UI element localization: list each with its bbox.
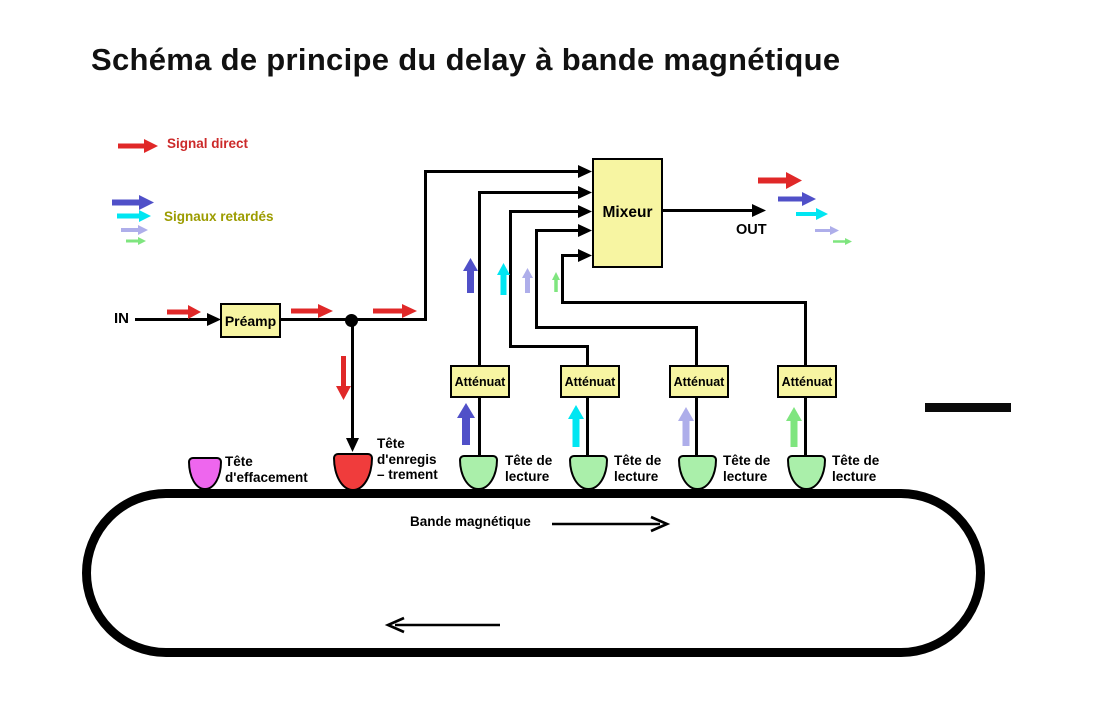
tape-line-fragment <box>925 403 1011 412</box>
legend-delayed-arrow-green <box>126 236 146 245</box>
read-head-4 <box>787 455 826 490</box>
mixer-input-arrowhead-4 <box>578 224 592 237</box>
in-label: IN <box>114 310 129 327</box>
mixer-box: Mixeur <box>592 158 663 268</box>
preamp-input-arrowhead <box>207 313 221 326</box>
legend-direct-arrow <box>118 138 158 153</box>
out-arrow-lavender <box>815 225 839 235</box>
wire-elbow-att3 <box>535 326 698 329</box>
mixer-label: Mixeur <box>602 204 653 221</box>
record-head-arrowhead <box>346 438 359 452</box>
wire-drop-att4 <box>804 301 807 366</box>
wire-riser-direct <box>424 171 427 321</box>
out-arrowhead <box>752 204 766 217</box>
attenuator-box-2: Atténuat <box>560 365 620 398</box>
wire-out <box>663 209 753 212</box>
attenuator-box-4: Atténuat <box>777 365 837 398</box>
attenuator-label-4: Atténuat <box>781 374 833 389</box>
record-arrow-down <box>335 356 351 400</box>
wire-riser-att4 <box>561 254 564 304</box>
tape-direction-arrow <box>552 515 671 533</box>
mixer-input-arrowhead-1 <box>578 165 592 178</box>
delayed-arrow-mid-blue <box>462 258 478 293</box>
wire-mixer-input-2 <box>478 191 580 194</box>
direct-arrow-2 <box>291 304 333 318</box>
out-arrow-cyan <box>796 208 828 220</box>
attenuator-label-2: Atténuat <box>564 374 616 389</box>
direct-arrow-3 <box>373 304 417 318</box>
wire-drop-att3 <box>695 326 698 366</box>
read-arrow-lavender <box>678 407 694 446</box>
preamp-box: Préamp <box>220 303 281 338</box>
tape-label: Bande magnétique <box>410 514 531 529</box>
out-arrow-blue <box>778 192 816 206</box>
delayed-arrow-mid-green <box>552 272 560 292</box>
delayed-arrow-mid-cyan <box>496 263 510 295</box>
page-title: Schéma de principe du delay à bande magn… <box>91 42 841 77</box>
wire-read-head-4 <box>804 397 807 456</box>
wire-mixer-input-1 <box>424 170 580 173</box>
wire-drop-att2 <box>586 345 589 366</box>
legend-delayed-arrow-blue <box>112 194 154 210</box>
read-head-3 <box>678 455 717 490</box>
wire-mixer-input-5 <box>561 254 580 257</box>
read-head-1 <box>459 455 498 490</box>
mixer-input-arrowhead-3 <box>578 205 592 218</box>
direct-arrow-1 <box>167 305 201 319</box>
tape-return-arrow <box>384 616 500 634</box>
mixer-input-arrowhead-5 <box>578 249 592 262</box>
read-arrow-green <box>786 407 802 447</box>
wire-mixer-input-3 <box>509 210 580 213</box>
wire-in <box>135 318 209 321</box>
wire-riser-att1 <box>478 191 481 366</box>
attenuator-label-1: Atténuat <box>454 374 506 389</box>
wire-elbow-att2 <box>509 345 589 348</box>
wire-read-head-1 <box>478 397 481 456</box>
read-arrow-blue <box>457 403 475 445</box>
wire-read-head-2 <box>586 397 589 456</box>
legend-delayed-label: Signaux retardés <box>164 209 274 224</box>
out-arrow-green <box>833 237 852 245</box>
delayed-arrow-mid-lavender <box>521 268 533 293</box>
attenuator-box-1: Atténuat <box>450 365 510 398</box>
wire-record-drop <box>351 320 354 439</box>
legend-direct-label: Signal direct <box>167 136 249 151</box>
read-head-2 <box>569 455 608 490</box>
attenuator-box-3: Atténuat <box>669 365 729 398</box>
junction-dot <box>345 314 358 327</box>
wire-riser-att2 <box>509 210 512 348</box>
wire-elbow-att4 <box>561 301 807 304</box>
record-head <box>333 453 373 491</box>
mixer-input-arrowhead-2 <box>578 186 592 199</box>
read-arrow-cyan <box>568 405 584 447</box>
legend-delayed-arrow-cyan <box>117 209 151 222</box>
wire-read-head-3 <box>695 397 698 456</box>
erase-head <box>188 457 222 490</box>
out-label: OUT <box>736 222 767 238</box>
out-arrow-red <box>758 171 802 189</box>
attenuator-label-3: Atténuat <box>673 374 725 389</box>
wire-riser-att3 <box>535 229 538 329</box>
wire-mixer-input-4 <box>535 229 580 232</box>
tape-loop <box>82 489 985 657</box>
preamp-label: Préamp <box>224 312 277 329</box>
legend-delayed-arrow-lavender <box>121 225 148 235</box>
